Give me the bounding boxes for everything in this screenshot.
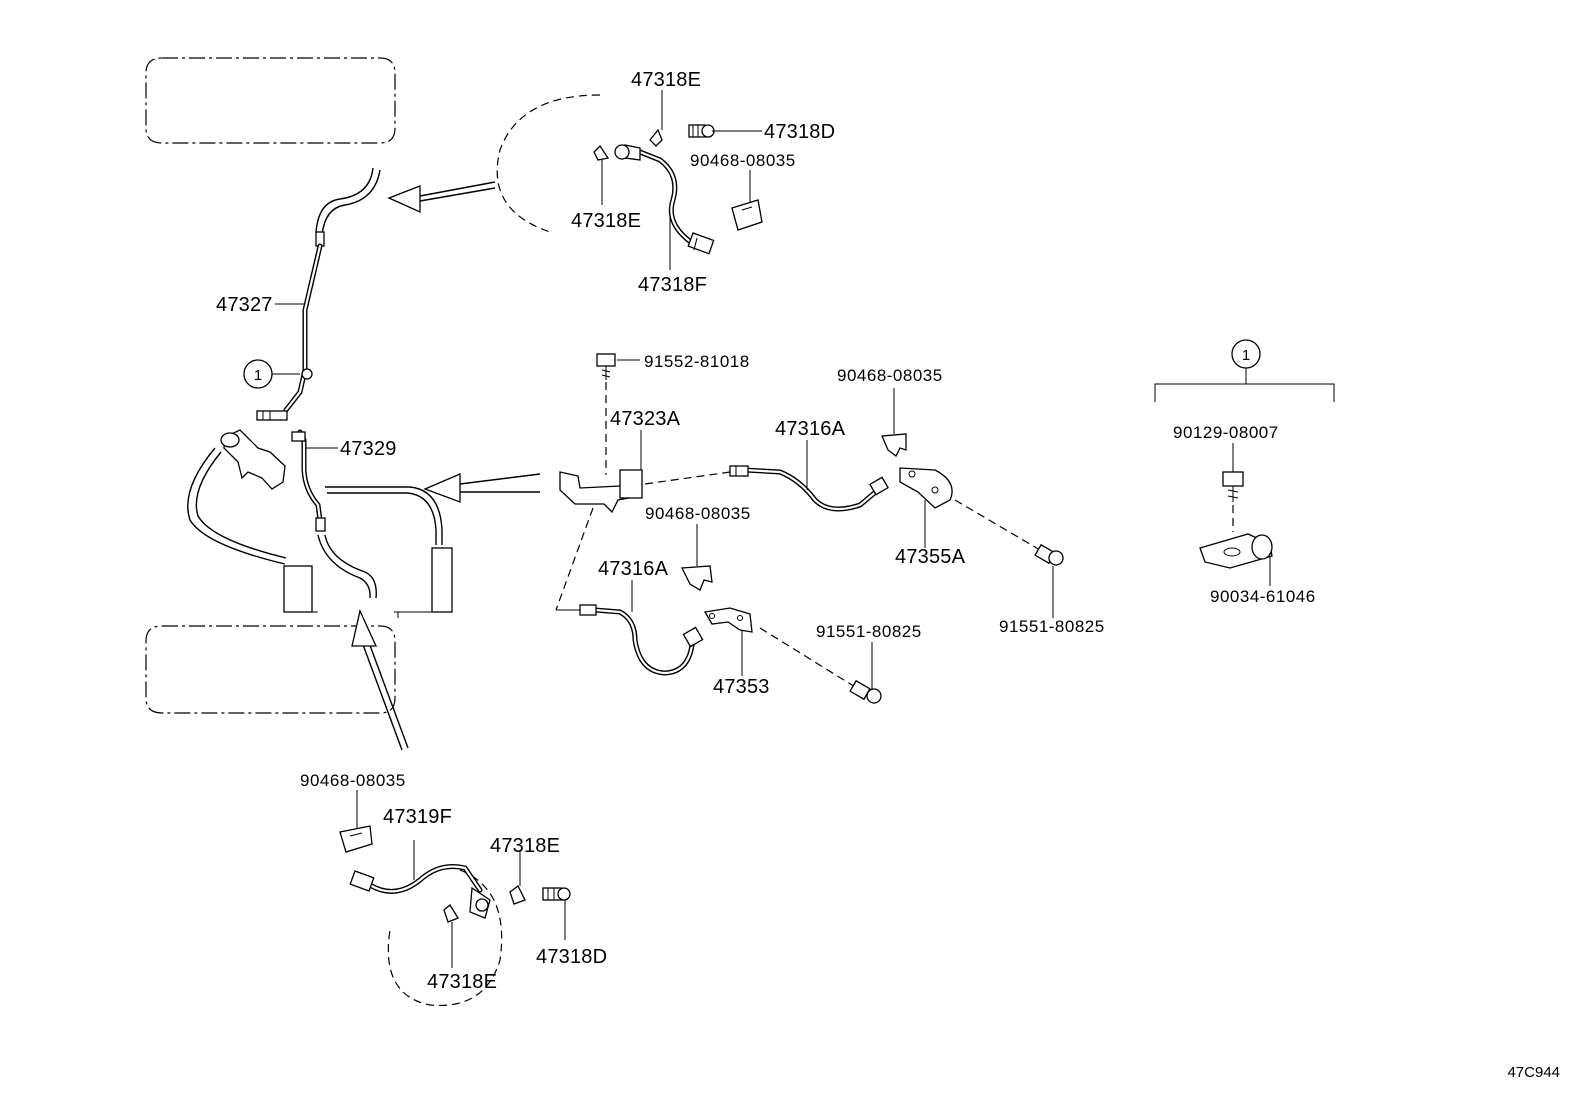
label-47318E-bot: 47318E (490, 835, 560, 857)
label-47318E-top: 47318E (631, 69, 701, 91)
arrow-lower (351, 608, 409, 751)
label-90034: 90034-61046 (1210, 587, 1316, 606)
part-labels: 47318E 47318D 90468-08035 47318E 47318F … (216, 69, 1316, 993)
label-47329: 47329 (340, 438, 397, 460)
arrow-middle (423, 473, 541, 503)
bolt-47318D-bot (542, 887, 571, 901)
label-90468-mid2: 90468-08035 (645, 504, 751, 523)
flexible-hose-47319F (349, 864, 491, 919)
label-47353: 47353 (713, 676, 770, 698)
arrow-upper (387, 181, 496, 214)
label-47318F: 47318F (638, 274, 707, 296)
clip-90468-upper (731, 199, 763, 231)
label-47318D-top: 47318D (764, 121, 835, 143)
upper-body-outline (145, 57, 396, 144)
clamp-90034 (1199, 533, 1273, 569)
lower-body-outline (145, 625, 396, 714)
flexible-hose-47316A-lower (579, 604, 704, 676)
bolt-91551-mid (849, 679, 882, 704)
callout-1-right-text: 1 (1242, 347, 1250, 364)
flexible-hose-47329 (291, 429, 326, 532)
bolt-90129 (1222, 471, 1244, 502)
clip-47318E-bot2 (443, 904, 459, 923)
caliper-assembly (220, 429, 286, 490)
label-47323A: 47323A (610, 408, 681, 430)
flexible-hose-47316A-upper (729, 465, 889, 512)
callout-1-left: 1 (243, 359, 300, 389)
label-91551-right: 91551-80825 (999, 617, 1105, 636)
clip-47318E-bot (509, 885, 526, 905)
callout-1-right: 1 (1154, 339, 1335, 402)
clip-90468-mid2 (680, 565, 713, 591)
bolt-47318D-upper (688, 124, 715, 138)
clip-90468-mid (881, 433, 907, 457)
label-47318E-top2: 47318E (571, 210, 641, 232)
clip-47318E-upper-a (649, 128, 663, 147)
bolt-91552 (596, 353, 616, 380)
label-47316A-lower: 47316A (598, 558, 669, 580)
label-91551-mid: 91551-80825 (816, 622, 922, 641)
label-90468-top: 90468-08035 (690, 151, 796, 170)
label-91552: 91552-81018 (644, 352, 750, 371)
label-90468-bot: 90468-08035 (300, 771, 406, 790)
flexible-hose-47327 (256, 167, 381, 421)
strut-and-arm (187, 447, 453, 618)
upper-detail-circle (496, 94, 601, 233)
flexible-hose-47318F (614, 144, 715, 255)
clip-47318E-upper-b (593, 144, 610, 161)
bracket-47353 (703, 607, 753, 633)
bolt-91551-right (1034, 543, 1064, 566)
label-47318D-bot: 47318D (536, 946, 607, 968)
bracket-47323A (559, 469, 643, 514)
label-47316A-upper: 47316A (775, 418, 846, 440)
label-47319F: 47319F (383, 806, 452, 828)
diagram-reference-code: 47C944 (1507, 1064, 1560, 1081)
label-90129: 90129-08007 (1173, 423, 1279, 442)
label-47327: 47327 (216, 294, 273, 316)
callout-1-left-text: 1 (254, 367, 262, 384)
label-47318E-bot2: 47318E (427, 971, 497, 993)
label-90468-mid: 90468-08035 (837, 366, 943, 385)
clip-90468-bot (339, 825, 373, 853)
label-47355A: 47355A (895, 546, 966, 568)
bracket-47355A (899, 467, 953, 509)
